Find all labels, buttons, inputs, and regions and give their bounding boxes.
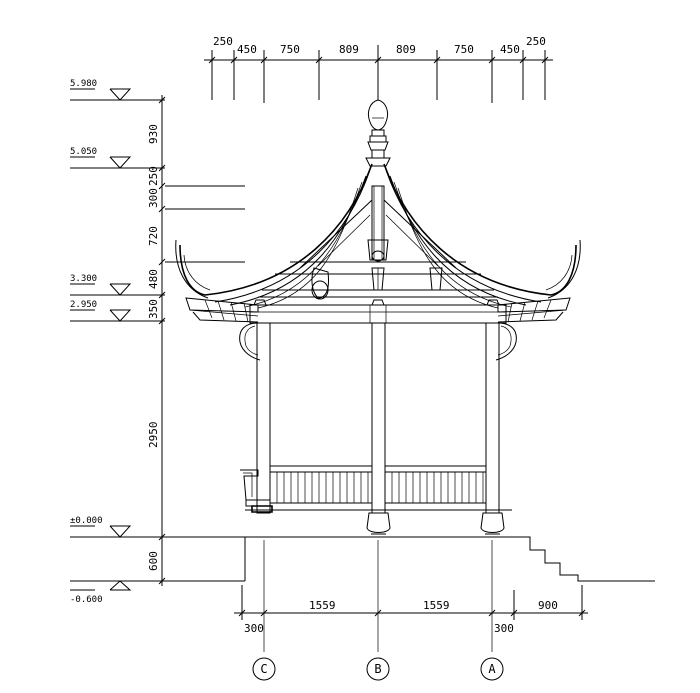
bench-seat	[240, 469, 273, 513]
level-mark-5980: 5.980	[70, 79, 165, 101]
axis-bubbles: C B A	[252, 657, 504, 681]
level-mark-0000: ±0.000	[70, 516, 245, 538]
axis-bubble-c: C	[252, 657, 276, 681]
pavilion-roof	[175, 163, 581, 323]
vdim-300: 300	[147, 188, 160, 208]
top-dim-5: 809	[396, 43, 416, 56]
level-mark-2950: 2.950	[70, 300, 165, 322]
entry-steps	[512, 536, 655, 582]
top-dim-8: 250	[526, 35, 546, 48]
column-b	[366, 322, 391, 538]
vdim-250: 250	[147, 166, 160, 186]
level-mark-5050: 5.050	[70, 147, 165, 169]
vdim-480: 480	[147, 269, 160, 289]
railing	[269, 465, 487, 504]
vdim-930: 930	[147, 124, 160, 144]
vdim-2950: 2950	[147, 422, 160, 449]
bottom-dim-span-1: 1559	[309, 599, 336, 612]
roof-finial	[365, 99, 391, 167]
level-label-0000: ±0.000	[70, 516, 103, 526]
level-label-5980: 5.980	[70, 79, 97, 89]
axis-label-c: C	[260, 662, 267, 676]
axis-label-a: A	[488, 662, 496, 676]
vdim-350: 350	[147, 299, 160, 319]
axis-bubble-a: A	[480, 657, 504, 681]
top-dim-3: 750	[280, 43, 300, 56]
top-dim-7: 450	[500, 43, 520, 56]
level-label-neg0600: -0.600	[70, 595, 103, 605]
level-label-5050: 5.050	[70, 147, 97, 157]
column-c	[256, 322, 271, 514]
bottom-dim-right: 900	[538, 599, 558, 612]
level-marks: 5.980 5.050 3.300 2.950 ±0.000	[70, 79, 245, 605]
axis-label-b: B	[374, 662, 381, 676]
vdim-720: 720	[147, 226, 160, 246]
bottom-dimension-chain: 1559 1559 900 300 300	[234, 585, 588, 635]
top-dim-6: 750	[454, 43, 474, 56]
level-mark-neg0600: -0.600	[70, 580, 245, 605]
axis-bubble-b: B	[366, 657, 390, 681]
column-a	[480, 322, 505, 538]
top-dim-2: 450	[237, 43, 257, 56]
top-dim-1: 250	[213, 35, 233, 48]
bottom-dim-right-small: 300	[494, 622, 514, 635]
top-dim-4: 809	[339, 43, 359, 56]
bottom-dim-span-2: 1559	[423, 599, 450, 612]
vdim-600: 600	[147, 551, 160, 571]
level-mark-3300: 3.300	[70, 274, 165, 296]
level-label-2950: 2.950	[70, 300, 97, 310]
pavilion-frame	[239, 299, 517, 581]
axis-lines	[263, 540, 493, 652]
vertical-dimension-chain: 930 250 300 720 480 350 2950 600	[147, 95, 245, 586]
level-label-3300: 3.300	[70, 274, 97, 284]
bottom-dim-left-small: 300	[244, 622, 264, 635]
top-dimension-chain: 250 450 750 809 809 750 450 250	[204, 35, 553, 103]
